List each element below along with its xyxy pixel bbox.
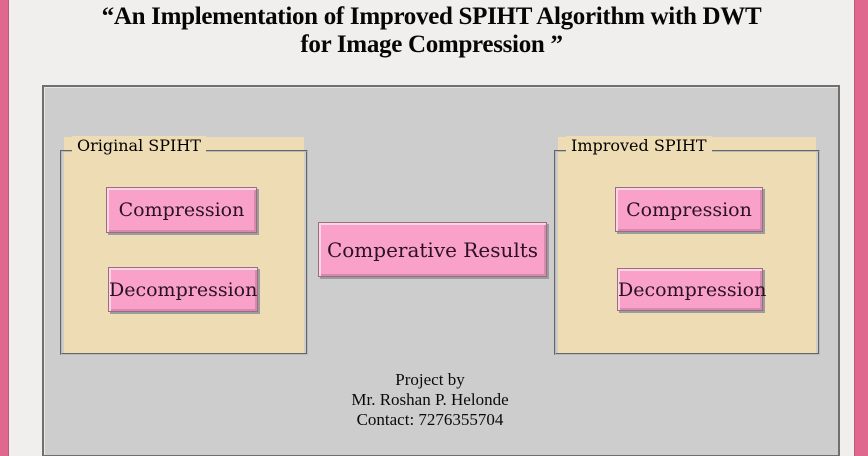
- original-compression-button[interactable]: Compression: [106, 187, 257, 233]
- group-improved-frame: [554, 150, 820, 355]
- credits-contact: Contact: 7276355704: [356, 410, 504, 429]
- group-improved-spiht: Improved SPIHT Compression Decompression: [554, 136, 820, 355]
- window-frame-left: [0, 0, 9, 456]
- group-label-original-spiht: Original SPIHT: [72, 136, 206, 156]
- group-original-frame: [60, 150, 308, 355]
- group-original-spiht: Original SPIHT Compression Decompression: [60, 136, 308, 355]
- app-title-line2: for Image Compression ”: [300, 31, 563, 58]
- improved-compression-button[interactable]: Compression: [615, 187, 763, 232]
- credits-project-by: Project by: [395, 370, 465, 389]
- credits-author: Mr. Roshan P. Helonde: [351, 390, 509, 409]
- main-panel: Original SPIHT Compression Decompression…: [42, 85, 840, 456]
- original-decompression-button[interactable]: Decompression: [108, 267, 258, 312]
- improved-decompression-button[interactable]: Decompression: [617, 268, 766, 311]
- app-title-line1: “An Implementation of Improved SPIHT Alg…: [101, 3, 762, 30]
- credits: Project by Mr. Roshan P. Helonde Contact…: [33, 370, 827, 430]
- app-title: “An Implementation of Improved SPIHT Alg…: [9, 3, 854, 59]
- group-label-improved-spiht: Improved SPIHT: [566, 136, 712, 156]
- window-frame-right: [854, 0, 868, 456]
- comparative-results-button[interactable]: Comperative Results: [318, 222, 547, 277]
